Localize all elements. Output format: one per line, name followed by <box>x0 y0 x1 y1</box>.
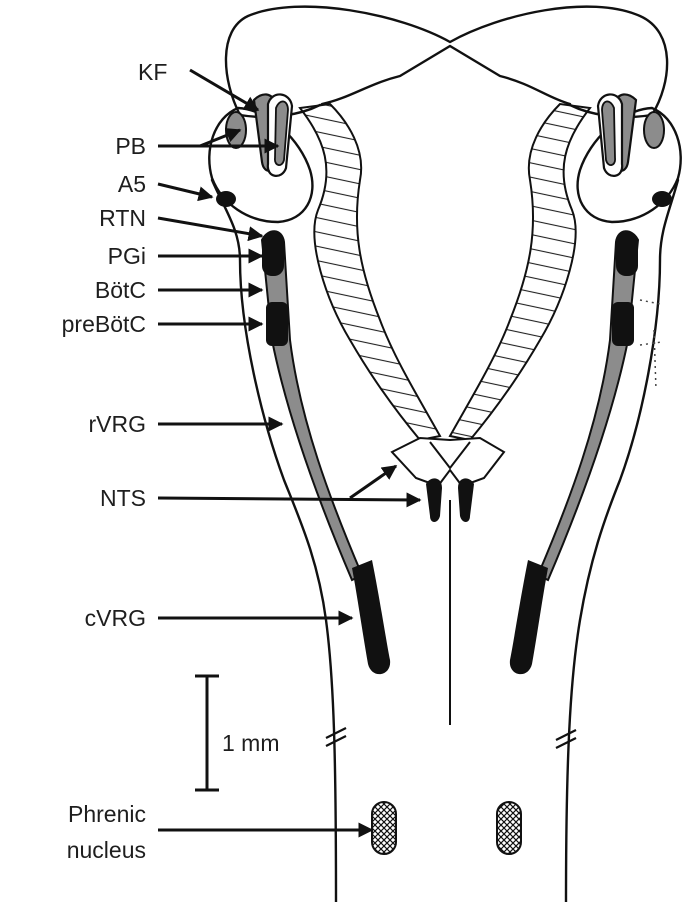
right-break-mark <box>556 730 576 748</box>
nts-white-lobes <box>392 438 504 486</box>
arrow-a5 <box>158 184 212 197</box>
label-pb: PB <box>115 133 146 159</box>
label-rtn: RTN <box>99 205 146 231</box>
right-dotted-marks <box>640 300 662 390</box>
label-phrenic-line1: Phrenic <box>68 801 146 827</box>
right-cvrg-black <box>510 560 548 674</box>
left-break-mark <box>326 728 346 746</box>
label-kf: KF <box>138 59 167 85</box>
label-prebotc: preBötC <box>62 311 146 337</box>
right-lateral-nucleus <box>644 112 664 148</box>
right-a5-dot <box>652 191 672 207</box>
scale-bar <box>195 676 219 790</box>
left-pgi-black <box>262 232 284 276</box>
label-cvrg: cVRG <box>85 605 146 631</box>
label-pgi: PGi <box>108 243 146 269</box>
left-cvrg-black <box>352 560 390 674</box>
right-hatched-peduncle <box>450 104 590 440</box>
left-nts-black <box>426 478 442 522</box>
right-phrenic-nucleus <box>497 802 521 854</box>
left-a5-dot <box>216 191 236 207</box>
left-prebotc-black <box>266 302 288 346</box>
label-botc: BötC <box>95 277 146 303</box>
right-nts-black <box>458 478 474 522</box>
arrow-rtn <box>158 218 262 236</box>
left-hatched-peduncle <box>300 104 440 440</box>
arrow-kf <box>190 70 258 110</box>
arrow-nts-2 <box>350 466 396 498</box>
label-nts: NTS <box>100 485 146 511</box>
arrow-nts-1 <box>158 498 420 500</box>
scale-bar-label: 1 mm <box>222 730 280 756</box>
label-a5: A5 <box>118 171 146 197</box>
left-phrenic-nucleus <box>372 802 396 854</box>
label-rvrg: rVRG <box>89 411 147 437</box>
label-phrenic-line2: nucleus <box>67 837 146 863</box>
right-prebotc-black <box>612 302 634 346</box>
right-pgi-black <box>616 232 638 276</box>
